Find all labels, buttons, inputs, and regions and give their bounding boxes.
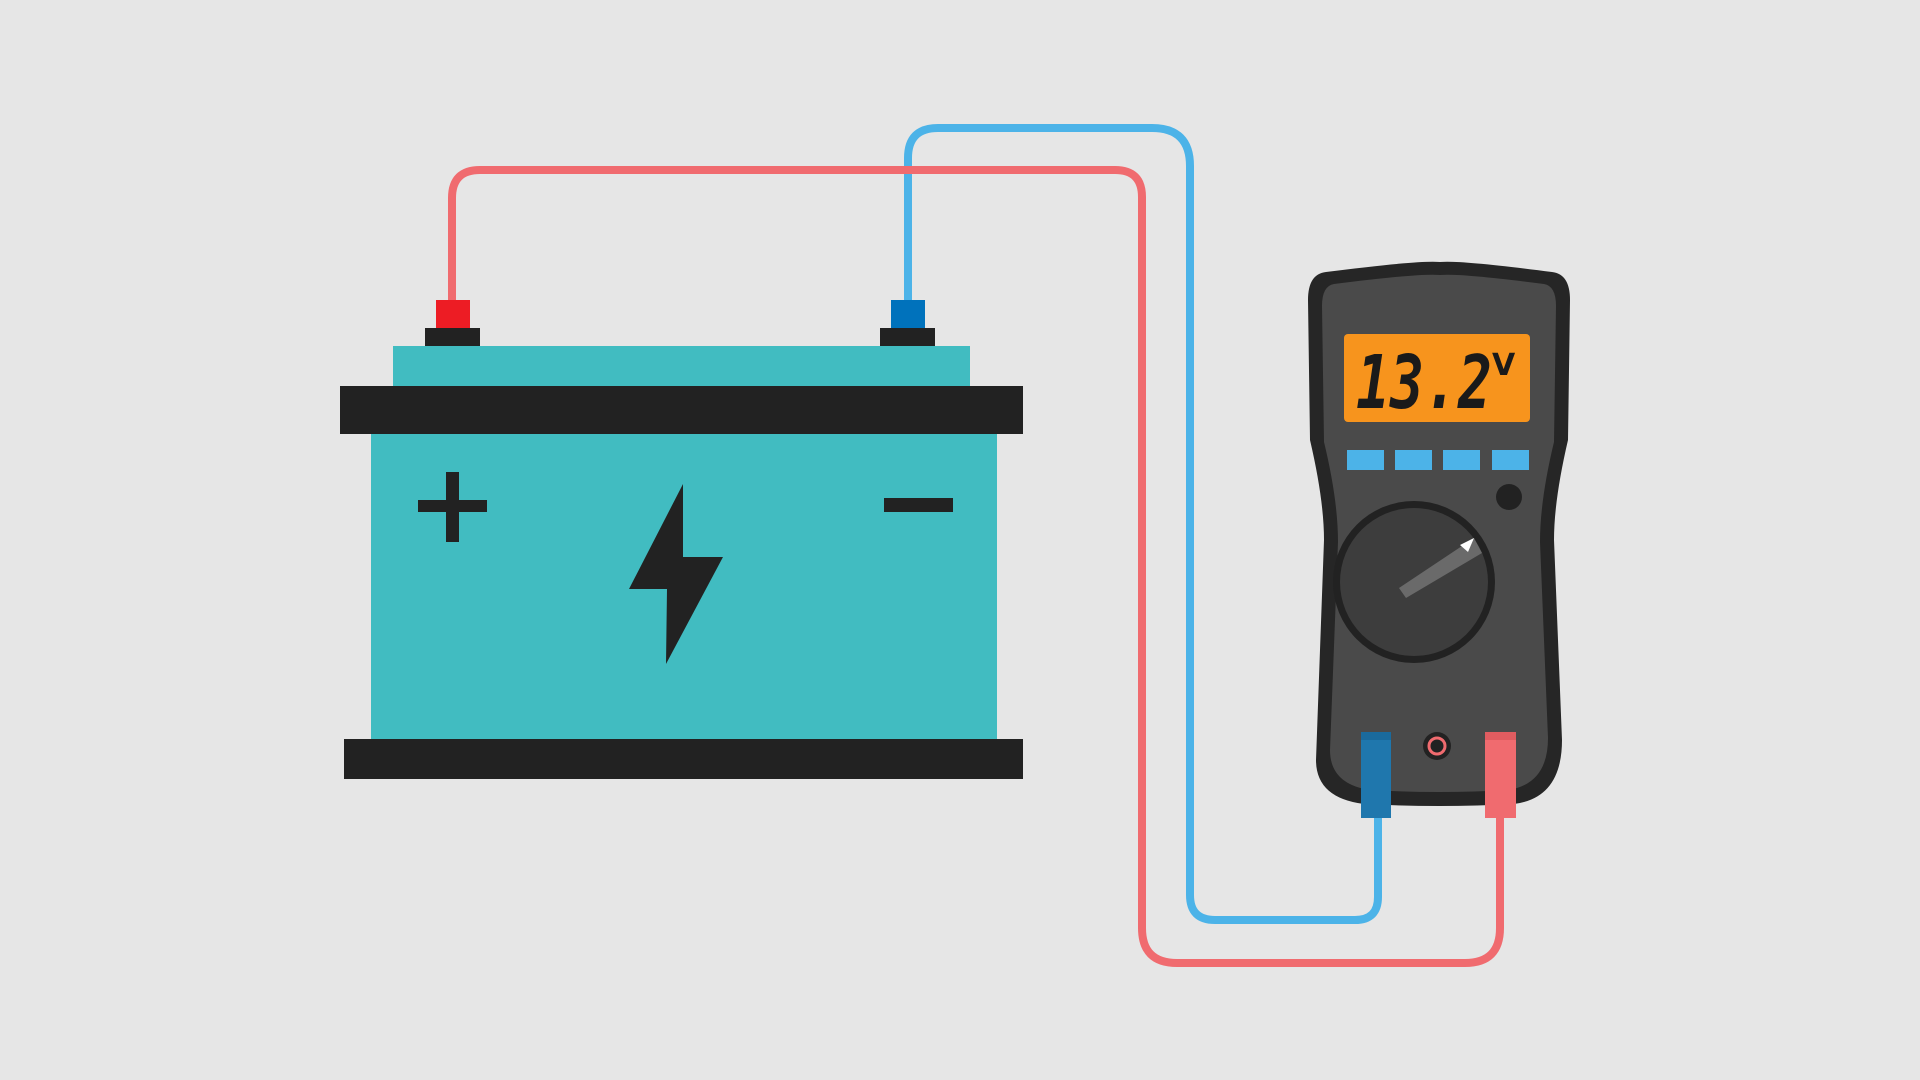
positive-terminal — [425, 300, 480, 346]
minus-icon: − — [884, 498, 953, 512]
multimeter-button-4[interactable] — [1492, 450, 1529, 470]
multimeter-rotary-dial[interactable] — [1333, 501, 1495, 663]
multimeter-button-1[interactable] — [1347, 450, 1384, 470]
battery-upper-band — [340, 386, 1023, 434]
negative-terminal — [880, 300, 935, 346]
blue-probe-plug — [1361, 732, 1391, 818]
multimeter-button-3[interactable] — [1443, 450, 1480, 470]
blue-wire — [904, 124, 1382, 924]
red-wire — [448, 166, 1504, 967]
multimeter-button-2[interactable] — [1395, 450, 1432, 470]
car-battery-icon: + − — [340, 300, 1023, 779]
multimeter-lcd-screen — [1344, 334, 1530, 422]
battery-lower-band — [344, 739, 1023, 779]
plus-icon: + — [418, 472, 487, 542]
wires — [448, 124, 1504, 967]
multimeter-power-button[interactable] — [1496, 484, 1522, 510]
multimeter-buttons — [1347, 450, 1529, 470]
red-probe-plug — [1485, 732, 1516, 818]
dial-pointer — [1399, 538, 1482, 598]
digital-multimeter-icon: 13.2 V — [1308, 261, 1570, 818]
multimeter-reading: 13.2 — [1356, 340, 1492, 426]
multimeter-unit: V — [1492, 348, 1516, 383]
battery-top-cap — [393, 346, 970, 388]
dial-pointer-tip — [1460, 538, 1474, 552]
multimeter-common-jack — [1423, 732, 1451, 760]
lightning-bolt-icon — [629, 484, 723, 664]
